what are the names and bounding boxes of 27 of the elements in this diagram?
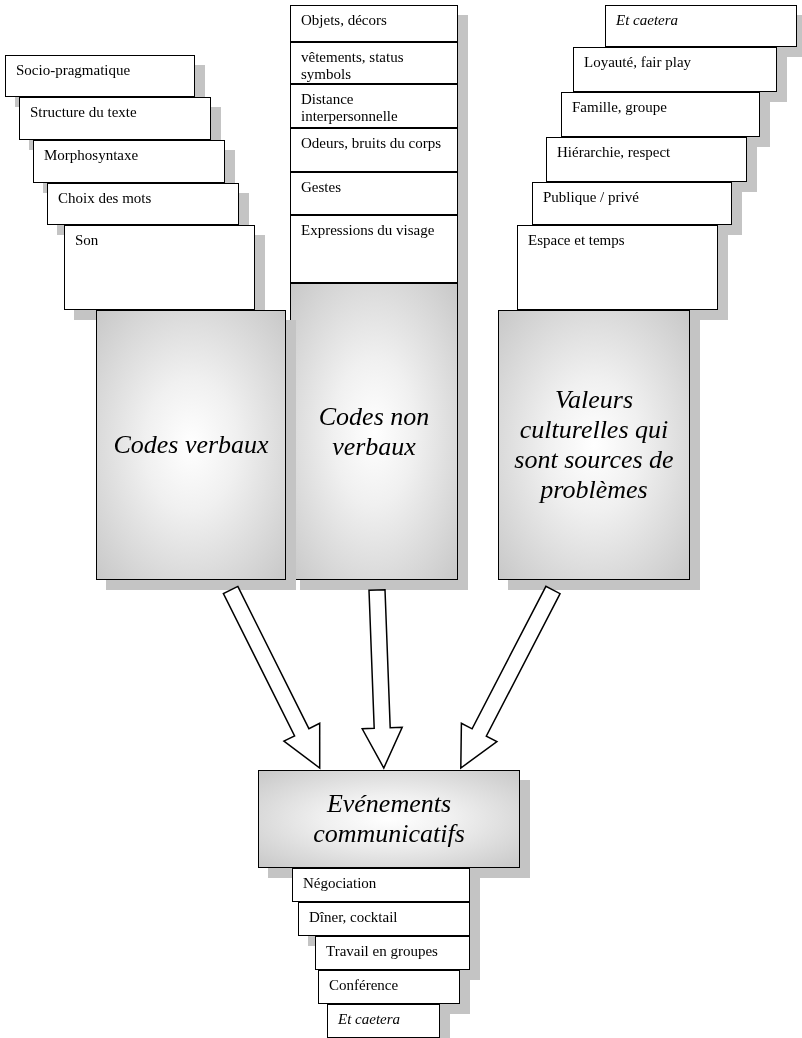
card-label: Espace et temps: [528, 232, 625, 248]
category-title: Evénements communicatifs: [312, 789, 466, 849]
card-label: Morphosyntaxe: [44, 147, 139, 163]
card-label: Hiérarchie, respect: [557, 144, 671, 160]
card-label: Conférence: [329, 977, 399, 993]
card-label: Expressions du visage: [301, 222, 435, 238]
card-label: Publique / privé: [543, 189, 639, 205]
card-label: Son: [75, 232, 99, 248]
card-label: Odeurs, bruits du corps: [301, 135, 441, 151]
card-label: Famille, groupe: [572, 99, 667, 115]
category-title: Valeurs culturelles qui sont sources de problèmes: [513, 385, 675, 505]
card-label: Travail en groupes: [326, 943, 438, 959]
card-label: Et caetera: [616, 12, 679, 28]
category-title: Codes non verbaux: [317, 401, 431, 462]
card-label: Et caetera: [338, 1011, 401, 1027]
card-label: Socio-pragmatique: [16, 62, 131, 78]
card-label: Choix des mots: [58, 190, 152, 206]
card-label: vêtements, status symbols: [301, 49, 404, 82]
card-label: Loyauté, fair play: [584, 54, 692, 70]
category-title: Codes verbaux: [113, 430, 269, 460]
card-label: Dîner, cocktail: [309, 909, 398, 925]
hollow-arrow: [360, 588, 404, 770]
card-label: Négociation: [303, 875, 377, 891]
card-label: Objets, décors: [301, 12, 387, 28]
card-label: Distance interpersonnelle: [301, 91, 398, 124]
card-label: Gestes: [301, 179, 341, 195]
card-label: Structure du texte: [30, 104, 137, 120]
